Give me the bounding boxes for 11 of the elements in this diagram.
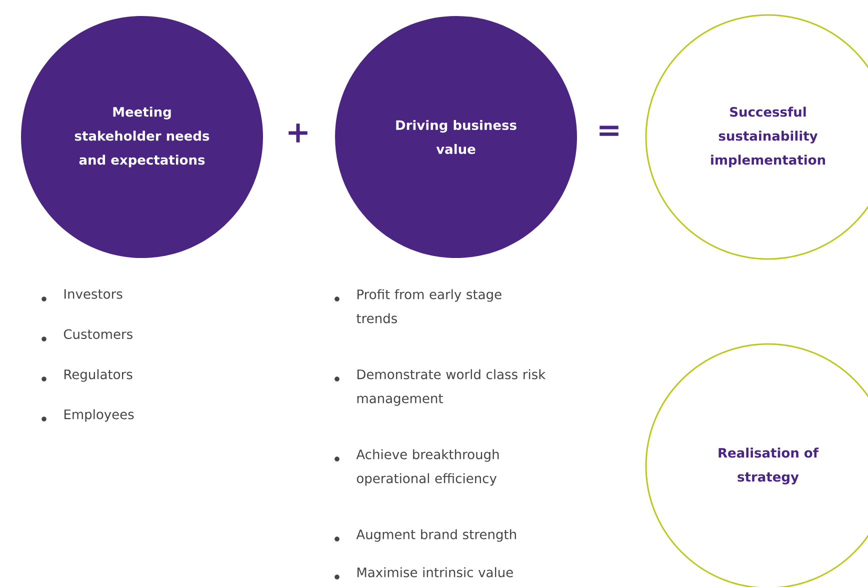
operator-sign: =	[600, 126, 618, 136]
bullet-item: Customers	[42, 329, 132, 342]
bullet-item: Regulators	[42, 369, 132, 382]
bullet-item: Maximise intrinsic value	[334, 567, 513, 580]
bullet-item: Profit from early stage trends	[334, 289, 502, 324]
bullet-item: Augment brand strength	[334, 529, 516, 542]
operator-sign: +	[288, 124, 308, 142]
bullet-item: Employees	[42, 409, 134, 422]
bullet-item: Demonstrate world class risk management	[334, 369, 546, 406]
bullet-item: Achieve breakthrough operational efficiency	[334, 449, 499, 486]
bullet-item: Investors	[42, 289, 122, 302]
